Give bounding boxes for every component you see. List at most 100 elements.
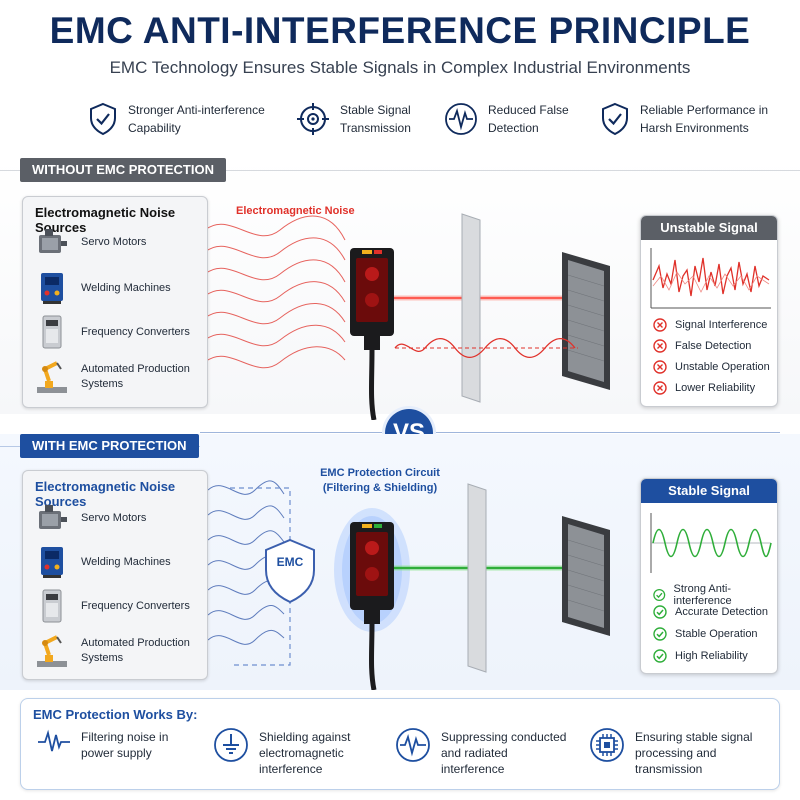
works-by-suppressing: Suppressing conducted and radiated inter…	[395, 727, 566, 777]
source-label: Welding Machines	[81, 555, 171, 568]
source-label: Servo Motors	[81, 511, 147, 524]
emc-circuit-label: EMC Protection Circuit (Filtering & Shie…	[320, 467, 440, 494]
signal-item-text: High Reliability	[675, 650, 748, 662]
signal-item-text: Signal Interference	[675, 319, 768, 331]
robot-arm-icon	[37, 361, 67, 393]
source-welding-machines: Welding Machines	[35, 545, 171, 579]
emc-badge-label: EMC	[276, 555, 304, 569]
source-servo-motors: Servo Motors	[35, 227, 146, 257]
stable-signal-title: Stable Signal	[641, 479, 777, 503]
servo-motor-icon	[39, 505, 67, 529]
signal-item-text: Unstable Operation	[675, 361, 770, 373]
feature-text: Stronger Anti-interference Capability	[128, 103, 265, 135]
with-emc-scene	[207, 480, 610, 690]
works-by-ensuring: Ensuring stable signal processing and tr…	[589, 727, 752, 777]
works-by-title: EMC Protection Works By:	[33, 707, 198, 722]
check-circle-icon	[653, 649, 667, 663]
with-emc-tag: WITH EMC PROTECTION	[20, 434, 199, 458]
source-servo-motors: Servo Motors	[35, 503, 146, 533]
waveform-icon	[396, 728, 430, 762]
waveform-icon	[38, 729, 70, 752]
photoelectric-sensor-protected	[350, 522, 394, 690]
works-by-text: Shielding against electromagnetic interf…	[259, 730, 351, 776]
works-by-filtering: Filtering noise in power supply	[37, 727, 168, 761]
works-by-text: Filtering noise in power supply	[81, 730, 169, 760]
signal-item: Accurate Detection	[653, 605, 768, 619]
feature-reliable-performance: Reliable Performance in Harsh Environmen…	[600, 94, 768, 144]
shield-check-icon	[602, 102, 628, 136]
frequency-converter-icon	[42, 589, 62, 623]
feature-text: Stable Signal Transmission	[340, 103, 411, 135]
noise-sources-panel-without: Electromagnetic Noise Sources Servo Moto…	[22, 196, 208, 408]
emc-works-by-panel: EMC Protection Works By: Filtering noise…	[20, 698, 780, 790]
reflector	[562, 516, 610, 636]
feature-stable-transmission: Stable Signal Transmission	[296, 94, 411, 144]
feature-text: Reliable Performance in Harsh Environmen…	[640, 103, 769, 135]
page-subtitle: EMC Technology Ensures Stable Signals in…	[109, 58, 691, 77]
x-circle-icon	[653, 339, 667, 353]
waveform-icon	[445, 103, 477, 135]
unstable-signal-title: Unstable Signal	[641, 216, 777, 240]
photoelectric-sensor	[350, 248, 394, 420]
welding-machine-icon	[41, 547, 63, 578]
source-automated-production: Automated Production Systems	[35, 633, 190, 669]
signal-item-text: False Detection	[675, 340, 752, 352]
source-automated-production: Automated Production Systems	[35, 359, 190, 395]
signal-item: Unstable Operation	[653, 360, 770, 374]
stable-signal-panel: Stable Signal Strong Anti-interference A…	[640, 478, 778, 674]
check-circle-icon	[653, 589, 666, 601]
reflector	[562, 252, 610, 390]
welding-machine-icon	[41, 273, 63, 304]
feature-text: Reduced False Detection	[488, 103, 569, 135]
ground-icon	[214, 728, 248, 762]
check-circle-icon	[653, 605, 667, 619]
source-label: Welding Machines	[81, 281, 171, 294]
electromagnetic-noise-waves	[204, 215, 346, 369]
chip-icon	[590, 728, 624, 762]
divider	[0, 170, 800, 171]
x-circle-icon	[653, 360, 667, 374]
signal-item-text: Accurate Detection	[675, 606, 768, 618]
signal-item: False Detection	[653, 339, 751, 353]
stable-signal-chart	[650, 513, 772, 573]
signal-item-text: Strong Anti-interference	[673, 583, 732, 607]
source-label: Frequency Converters	[81, 325, 190, 338]
source-frequency-converters: Frequency Converters	[35, 315, 190, 349]
check-circle-icon	[653, 627, 667, 641]
emc-shield-icon	[265, 538, 315, 604]
glass-panel	[461, 213, 481, 403]
source-welding-machines: Welding Machines	[35, 271, 171, 305]
robot-arm-icon	[37, 635, 67, 667]
signal-item: High Reliability	[653, 649, 748, 663]
x-circle-icon	[653, 381, 667, 395]
source-frequency-converters: Frequency Converters	[35, 589, 190, 623]
servo-motor-icon	[39, 229, 67, 253]
feature-anti-interference: Stronger Anti-interference Capability	[88, 94, 265, 144]
signal-item: Stable Operation	[653, 627, 758, 641]
source-label: Automated Production Systems	[81, 363, 190, 390]
source-label: Frequency Converters	[81, 599, 190, 612]
vs-divider	[200, 432, 780, 433]
without-emc-scene	[204, 213, 610, 420]
shield-check-icon	[90, 102, 116, 136]
signal-item-text: Lower Reliability	[675, 382, 756, 394]
interference-wave	[394, 337, 576, 359]
signal-item: Lower Reliability	[653, 381, 755, 395]
frequency-converter-icon	[42, 315, 62, 349]
works-by-shielding: Shielding against electromagnetic interf…	[213, 727, 350, 777]
works-by-text: Suppressing conducted and radiated inter…	[441, 730, 567, 776]
unstable-signal-panel: Unstable Signal Signal Interference Fals…	[640, 215, 778, 407]
signal-item: Strong Anti-interference	[653, 583, 777, 607]
signal-item: Signal Interference	[653, 318, 767, 332]
target-icon	[297, 103, 329, 135]
without-emc-tag: WITHOUT EMC PROTECTION	[20, 158, 226, 182]
feature-reduced-false-detection: Reduced False Detection	[444, 94, 569, 144]
x-circle-icon	[653, 318, 667, 332]
signal-item-text: Stable Operation	[675, 628, 758, 640]
page-title: EMC ANTI-INTERFERENCE PRINCIPLE	[49, 10, 751, 51]
unstable-signal-chart	[650, 248, 771, 309]
glass-panel	[467, 483, 487, 673]
source-label: Servo Motors	[81, 235, 147, 248]
noise-sources-panel-with: Electromagnetic Noise Sources Servo Moto…	[22, 470, 208, 680]
noise-label: Electromagnetic Noise	[236, 205, 355, 217]
